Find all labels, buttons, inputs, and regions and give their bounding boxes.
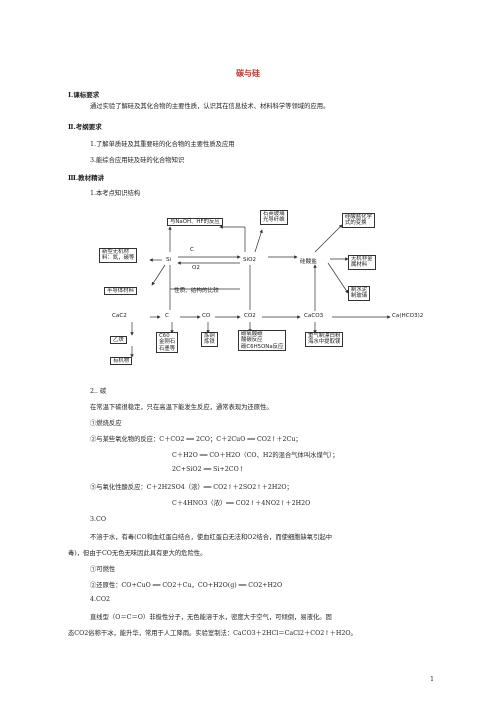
co2-heading: 4.CO2 [90,596,110,603]
node-c-top: C [190,247,194,253]
section-1-text: 通过实验了解硅及其化合物的主要性质，认识其在信息技术、材料科学等领域的应用。 [90,103,330,110]
page-number: 1 [430,676,434,683]
box-c60-line-3: 石墨等 [159,345,176,352]
carbon-reaction-2b: C＋H2O ══ CO＋H2O（CO、H2的混合气体叫水煤气）； [172,452,339,459]
co-text-2: 毒)，但由于CO无色无味因此具有更大的危险性。 [68,550,207,557]
box-c60-line-1: C60 [159,333,170,339]
box-new-materials: 新型无机材 料：氮，碳等 [99,248,138,263]
box-semiconductor: 半导体材料 [104,287,137,296]
box-bleach-line-2: 海水中提取镁 [308,339,341,346]
carbon-reaction-3b: C＋4HNO3（浓）══ CO2↑＋4NO2↑＋2H2O [172,500,311,507]
section-heading-3: Ⅲ.教材精讲 [68,174,105,182]
box-bleach-magnesium: 重气制漂白粉 海水中提取镁 [305,332,344,347]
co-property-2: ②还原性：CO+CuO ══ CO2＋Cu，CO+H2O(g) ══ CO2+H… [90,582,283,589]
node-o2: O2 [192,265,200,271]
co-text-1: 不溶于水，有毒(CO和血红蛋白结合，使血红蛋白无法和O2结合，而使细胞缺氧引起中 [90,534,332,541]
box-organic: 有机物 [110,357,133,366]
box-c60-line-2: 金刚石 [159,339,176,346]
box-co2-line-2: 酸碳反应 [241,337,263,344]
box-nonmetal-line-1: 无机非金 [351,256,373,262]
co2-text-2: 态CO2俗称干冰，能升华，常用于人工降雨。实验室制法：CaCO3＋2HCl＝Ca… [68,630,357,637]
box-smelting-line-1: 炼铜 [204,333,215,339]
carbon-reaction-3: ③与氧化性酸反应：C＋2H2SO4（浓）══ CO2↑＋2SO2↑＋2H2O； [90,484,293,491]
box-c60: C60 金刚石 石墨等 [156,332,179,353]
box-silicate-line-1: 硅酸盐化学 [345,214,372,220]
node-cac2: CaC2 [112,313,127,319]
node-cahco3: Ca(HCO3)2 [392,313,424,319]
box-silicate-line-2: 式的变换 [345,220,367,227]
page-title: 碳与硅 [236,68,260,78]
box-cement-glass: 制水泥 制玻璃 [348,286,371,301]
node-silicate: 硅酸盐 [300,259,317,265]
co2-text-1: 直线型（O＝C＝O）非极性分子，无色能溶于水，密度大于空气，可倾倒，易液化。固 [90,614,332,621]
carbon-intro: 在常温下碳很稳定，只在高温下能发生反应，通常表现为还原性。 [90,404,273,411]
box-naoh-reaction: 与NaOH、HF的反应 [167,218,223,227]
box-cement-line-2: 制玻璃 [351,293,368,300]
carbon-reaction-1: ①燃烧反应 [90,420,122,427]
section-heading-2: Ⅱ.考纲要求 [68,123,102,131]
box-silicate-formula: 硅酸盐化学 式的变换 [342,213,375,228]
node-caco3: CaCO3 [304,313,324,319]
subsection-knowledge-structure: 1.本考点知识结构 [90,190,141,197]
box-quartz-line-2: 光导纤维 [263,217,285,224]
co-property-1: ①可燃性 [90,566,116,573]
exam-item-1: 1.了解单质硅及其重要硅的化合物的主要性质及应用 [90,141,235,148]
node-co2: CO2 [244,313,256,319]
box-cement-line-1: 制水泥 [351,287,368,293]
box-co2-line-3: 碳C6H5ONa反应 [241,343,284,350]
co-heading: 3.CO [90,516,106,523]
carbon-heading: 2.. 碳 [90,388,107,395]
node-sio2: SiO2 [243,257,257,263]
carbon-reaction-2c: 2C+SiO2 ══ Si+2CO↑ [172,466,245,473]
box-quartz-line-1: 石英玻璃 [263,211,285,217]
box-new-materials-line-1: 新型无机材 [102,249,129,255]
box-bleach-line-1: 重气制漂白粉 [308,333,341,339]
exam-item-2: 3.能综合应用硅及硅的化合物知识 [90,157,185,164]
box-nonmetal-line-2: 属材料 [351,262,368,269]
box-co2-reactions: 碳氧酸碳 酸碳反应 碳C6H5ONa反应 [238,330,287,351]
node-c-bottom: C [165,313,169,319]
box-quartz-glass: 石英玻璃 光导纤维 [260,210,288,225]
box-new-materials-line-2: 料：氮，碳等 [102,255,135,262]
box-smelting: 炼铜 炼铁 [201,332,218,347]
box-co2-line-1: 碳氧酸碳 [241,331,263,337]
carbon-reaction-2: ②与某些氧化物的反应：C＋CO2 ══ 2CO；C＋2CuO ══ CO2↑＋2… [90,436,302,443]
knowledge-structure-diagram [130,224,391,358]
node-co: CO [202,313,211,319]
node-si: Si [166,257,172,263]
label-structure-compare: 性质、结构的比较 [174,288,219,294]
box-inorganic-nonmetal: 无机非金 属材料 [348,255,376,270]
box-smelting-line-2: 炼铁 [204,339,215,346]
box-ethyne: 乙炔 [110,336,127,345]
section-heading-1: Ⅰ.课标要求 [68,91,100,99]
